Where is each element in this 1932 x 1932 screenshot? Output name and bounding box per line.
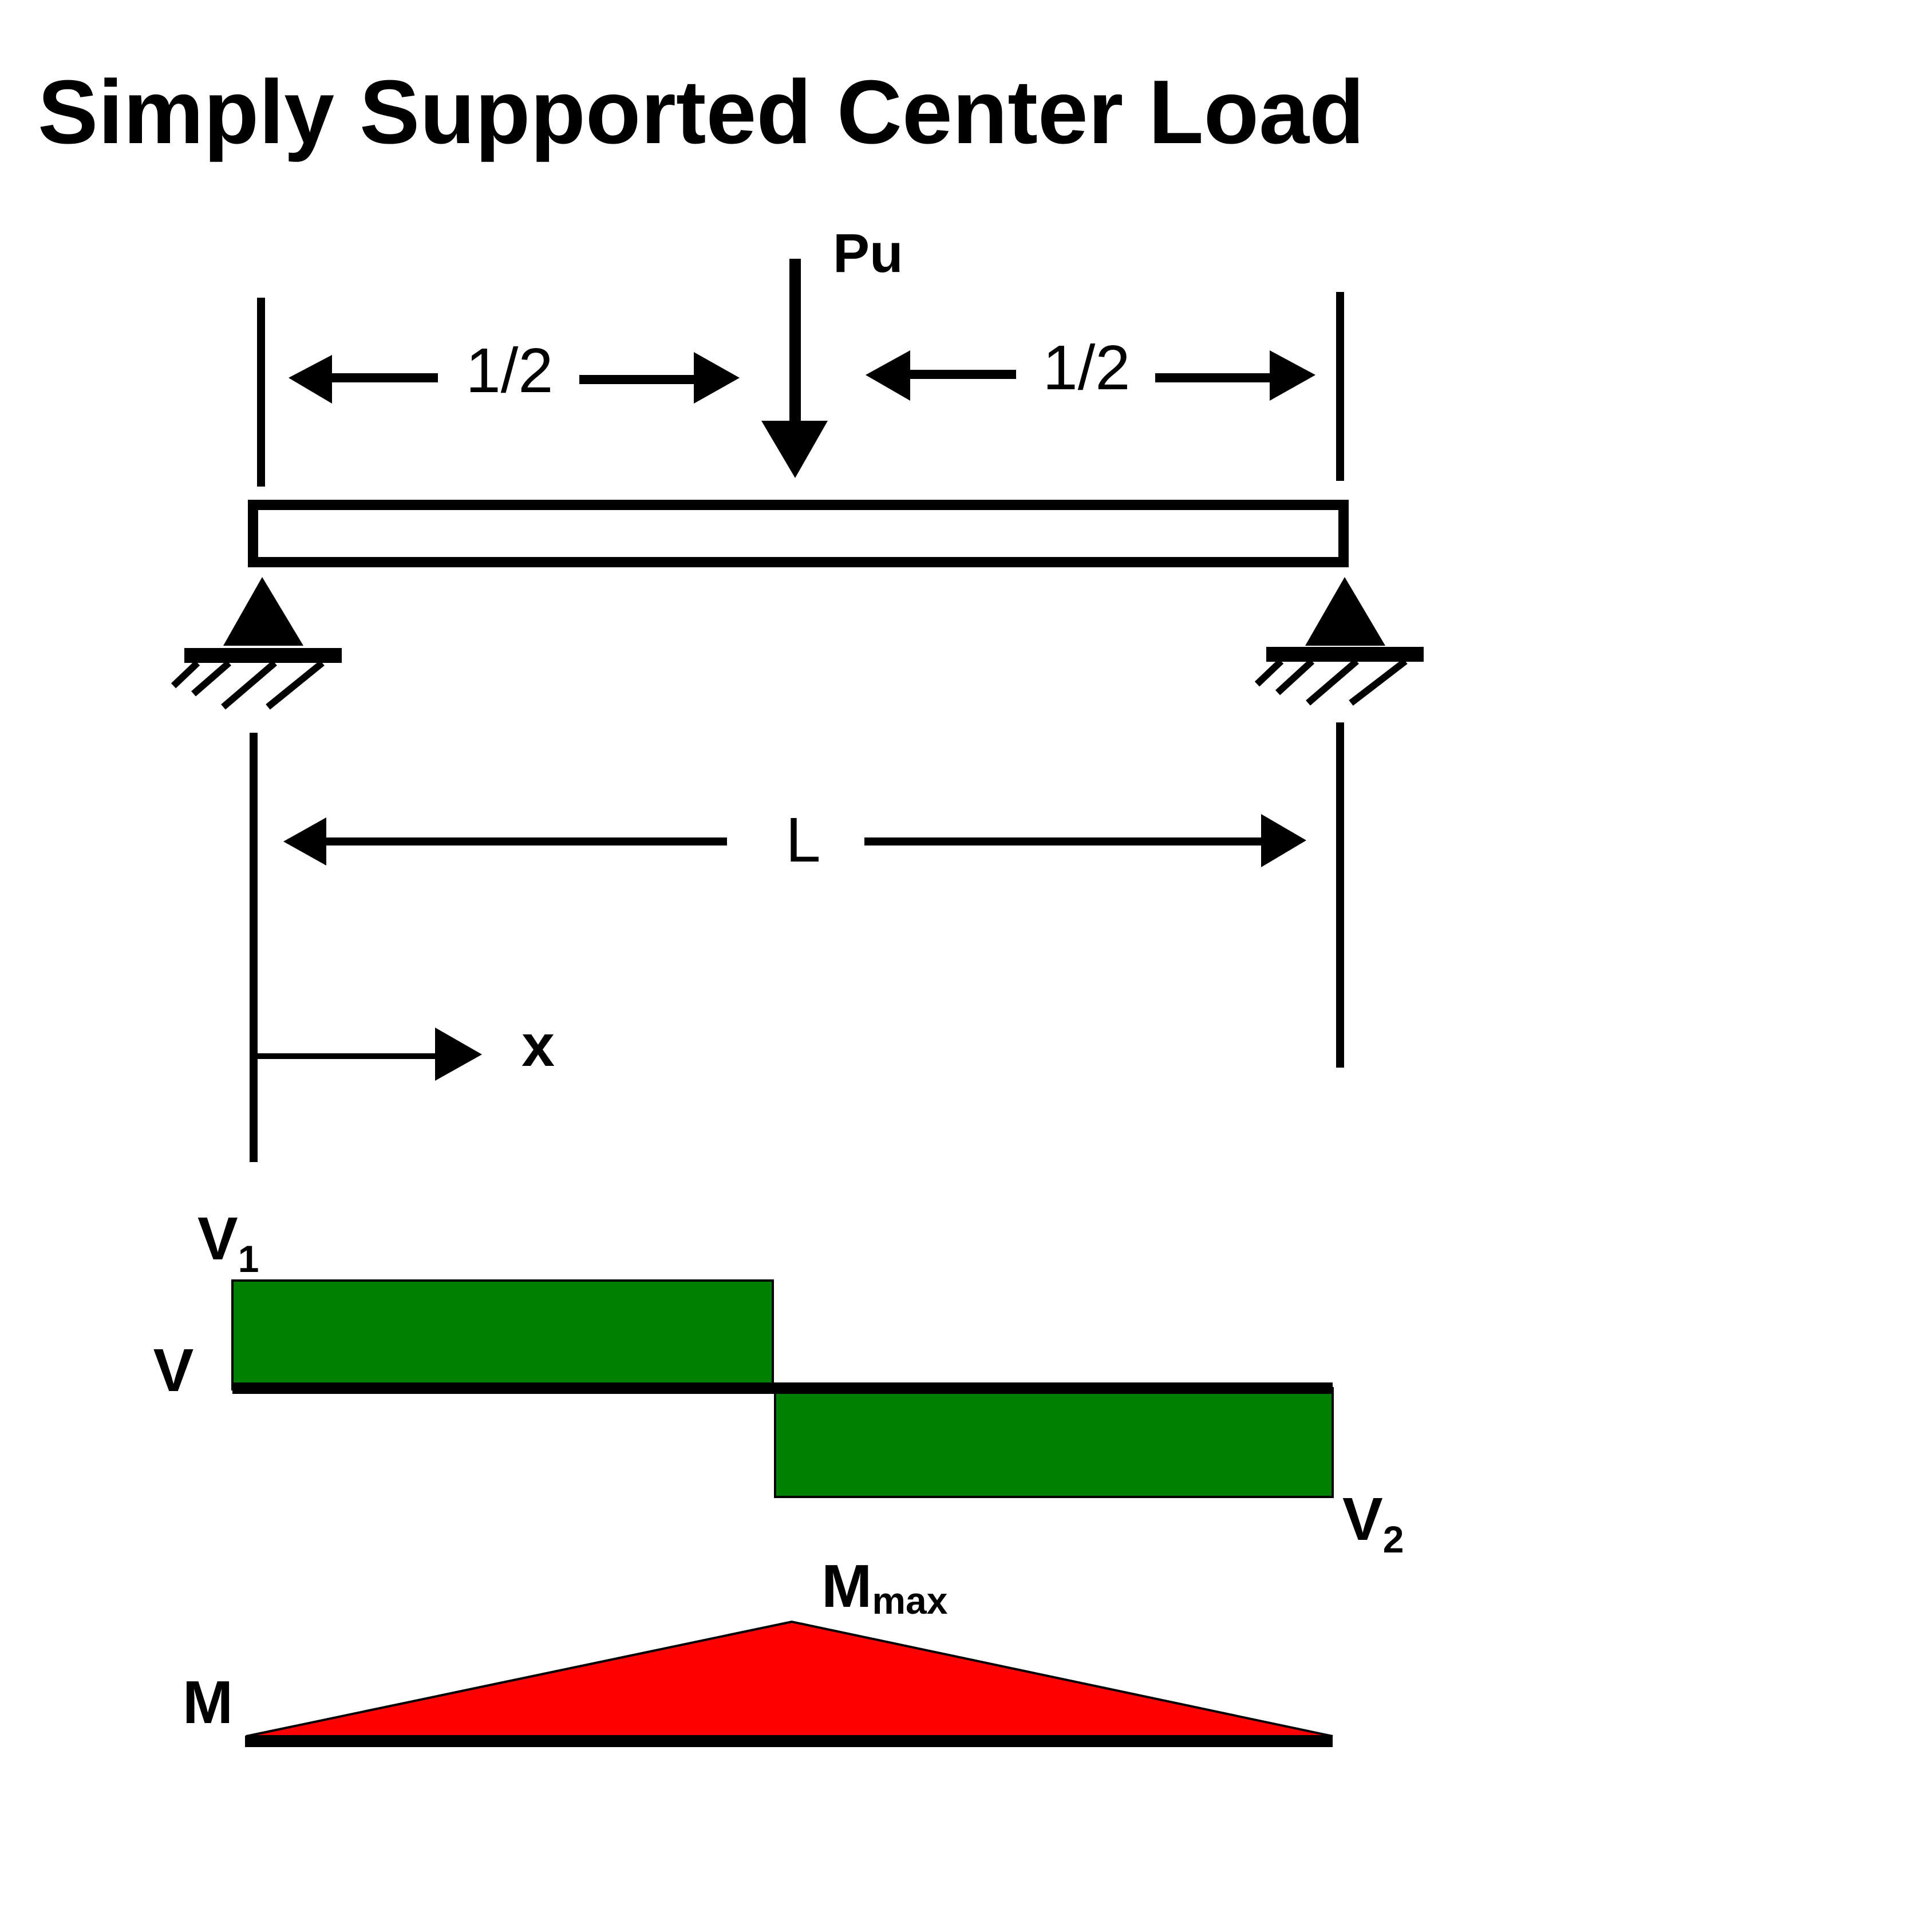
load-label: Pu xyxy=(833,223,903,284)
moment-peak-label: Mmax xyxy=(821,1552,948,1622)
span-dimension xyxy=(283,814,1306,867)
shear-axis-label: V xyxy=(153,1337,194,1404)
left-pin-support xyxy=(171,577,342,710)
page-title: Simply Supported Center Load xyxy=(38,62,1365,163)
right-half-dimension xyxy=(866,350,1315,401)
moment-peak-main: M xyxy=(821,1552,872,1620)
left-half-label: 1/2 xyxy=(466,335,554,406)
shear-diagram xyxy=(231,1279,1334,1498)
right-reaction-label: V2 xyxy=(1342,1485,1404,1560)
moment-peak-sub: max xyxy=(872,1579,947,1622)
span-label: L xyxy=(785,805,820,875)
left-half-dimension xyxy=(289,352,740,404)
left-reaction-main: V xyxy=(197,1205,238,1273)
left-reaction-label: V1 xyxy=(197,1205,259,1280)
right-half-label: 1/2 xyxy=(1043,333,1131,403)
point-load-arrow xyxy=(761,259,828,478)
right-reaction-sub: 2 xyxy=(1383,1518,1404,1560)
shear-negative-region xyxy=(774,1387,1334,1498)
left-reaction-sub: 1 xyxy=(238,1238,259,1280)
position-x-arrow xyxy=(254,1028,482,1081)
shear-positive-region xyxy=(231,1279,774,1390)
moment-diagram xyxy=(245,1620,1333,1747)
moment-region xyxy=(246,1620,1333,1737)
position-x-label: x xyxy=(521,1013,555,1079)
moment-axis-label: M xyxy=(183,1669,233,1736)
right-pin-support xyxy=(1254,577,1424,706)
beam xyxy=(248,500,1349,567)
right-reaction-main: V xyxy=(1342,1485,1383,1553)
